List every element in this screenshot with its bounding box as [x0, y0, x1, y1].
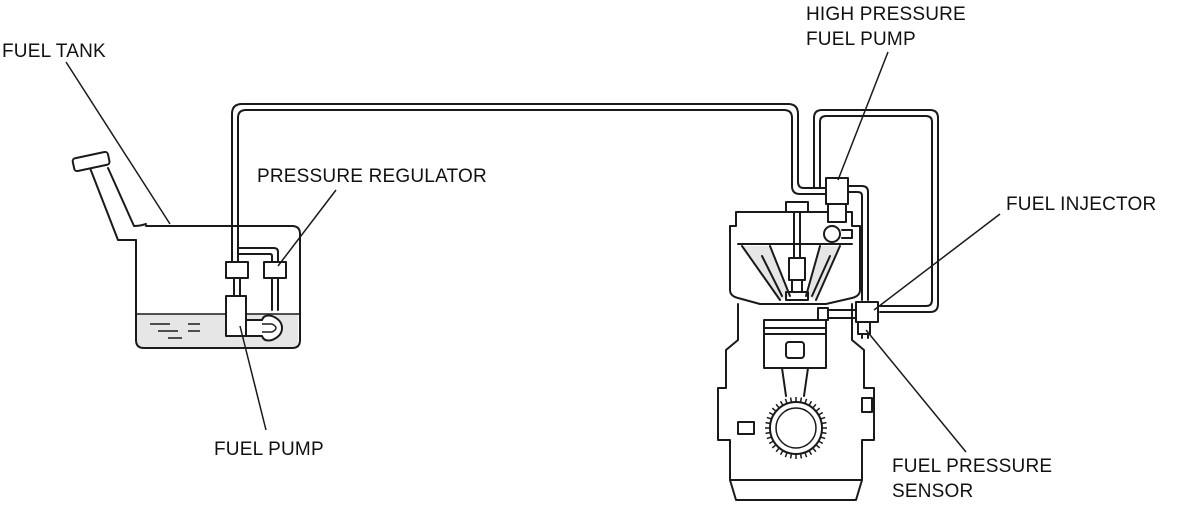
fuel-tank-filler-cap: [71, 150, 111, 173]
fuel-tank-filler-neck: [89, 167, 147, 241]
label-fuel-pressure-sensor-line2: SENSOR: [892, 481, 974, 502]
fuel-ripples: [150, 323, 200, 339]
fuel-injector: [817, 307, 829, 321]
leader-high-pressure-fuel-pump: [837, 51, 889, 181]
leader-fuel-pressure-sensor: [865, 329, 967, 453]
leader-lines: [65, 51, 1001, 453]
oil-pan: [729, 479, 863, 501]
knock-sensor: [737, 421, 755, 435]
label-fuel-pump: FUEL PUMP: [214, 439, 324, 460]
label-fuel-injector: FUEL INJECTOR: [1006, 194, 1157, 215]
label-high-pressure-fuel-pump-line1: HIGH PRESSURE: [806, 4, 966, 25]
fuel-injector-assembly: [817, 301, 879, 339]
leader-fuel-pump: [239, 325, 267, 431]
piston-pin: [785, 341, 805, 359]
ignition-coil: [785, 201, 809, 213]
fuel-pump-assembly: [225, 225, 287, 342]
label-high-pressure-fuel-pump-line2: FUEL PUMP: [806, 29, 916, 50]
cylinder-head: [729, 211, 861, 305]
engine: [717, 177, 875, 501]
fuel-tank-body: [135, 225, 301, 349]
spark-plug: [788, 257, 806, 281]
intake-port: [742, 246, 790, 300]
label-fuel-pressure-sensor-line1: FUEL PRESSURE: [892, 456, 1053, 477]
high-pressure-line: [813, 109, 939, 313]
fuel-pump-strainer: [245, 314, 283, 342]
label-pressure-regulator: PRESSURE REGULATOR: [257, 166, 487, 187]
fuel-filter: [225, 261, 249, 279]
leader-fuel-injector: [873, 213, 1001, 311]
leader-fuel-tank: [65, 61, 171, 225]
crankshaft-gear: [765, 397, 827, 459]
block-sensor: [861, 397, 873, 413]
fuel-supply-line: [231, 103, 827, 227]
high-pressure-fuel-pump: [825, 177, 849, 205]
pressure-regulator: [263, 261, 287, 279]
leader-pressure-regulator: [277, 189, 337, 267]
fuel-rail: [855, 301, 879, 323]
cylinder-block: [717, 303, 875, 481]
label-fuel-tank: FUEL TANK: [2, 41, 106, 62]
fuel-pump: [225, 295, 247, 337]
cam-follower: [823, 225, 841, 243]
